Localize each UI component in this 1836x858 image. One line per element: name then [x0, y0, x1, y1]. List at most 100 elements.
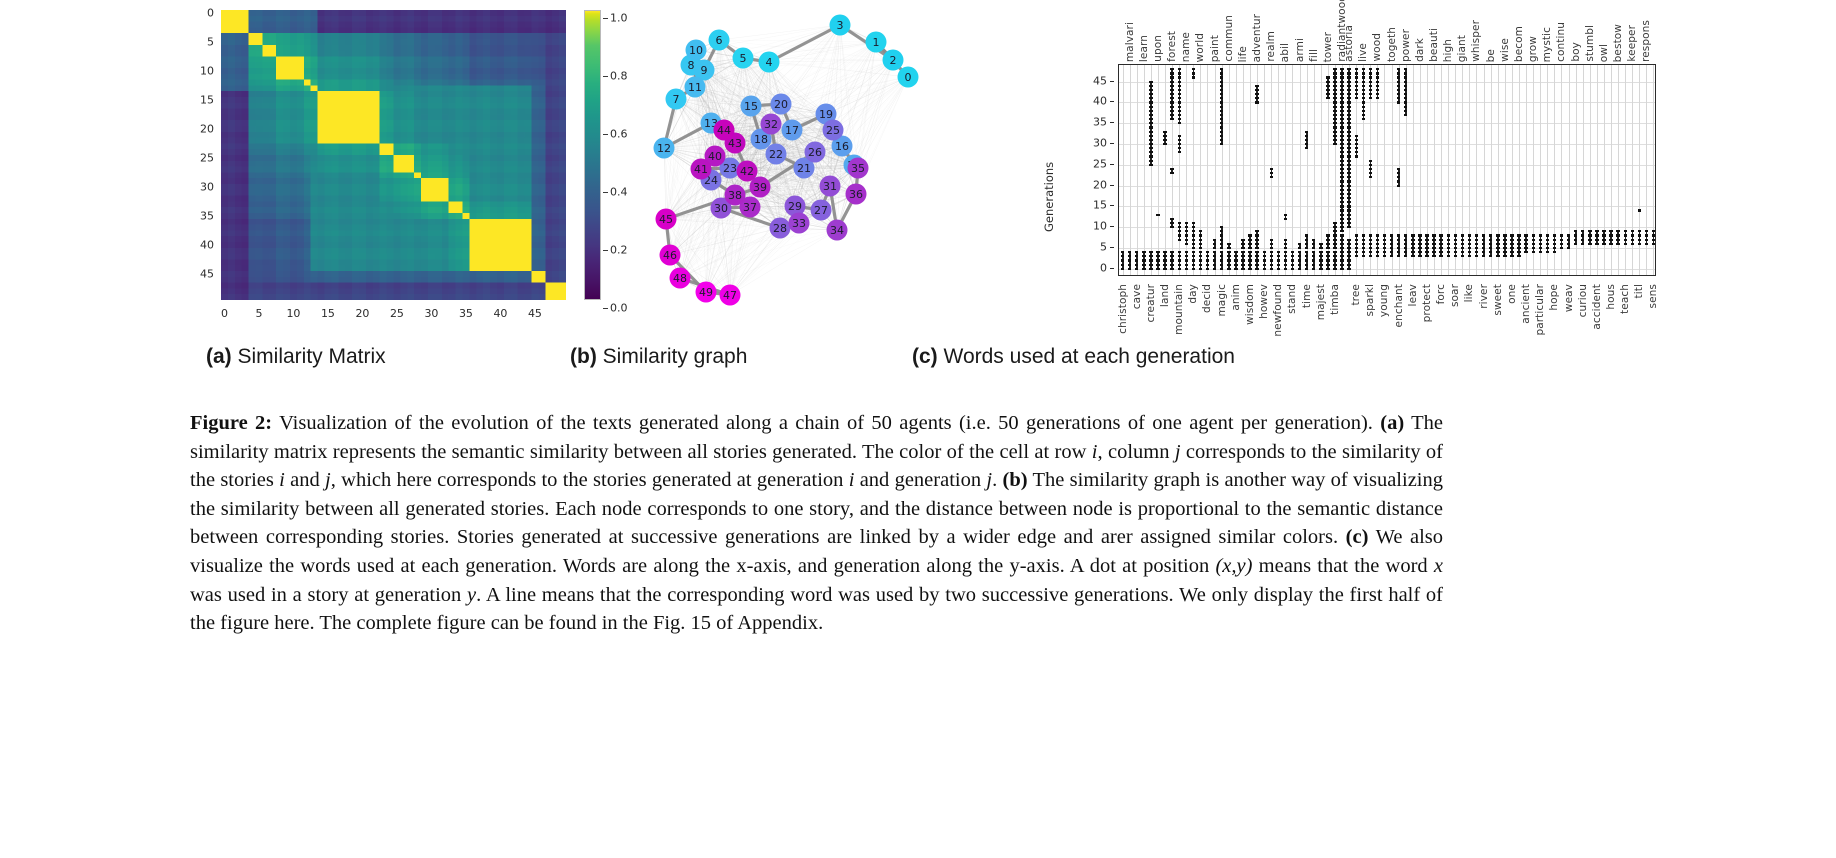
word-usage-dot [1566, 246, 1571, 250]
word-usage-dot [1149, 88, 1153, 92]
word-usage-dot [1149, 151, 1153, 154]
word-usage-dot [1191, 267, 1196, 270]
grid-line-horizontal [1119, 268, 1655, 270]
word-usage-dot [1361, 84, 1365, 87]
word-usage-dot [1397, 68, 1401, 71]
word-usage-dot [1170, 93, 1174, 96]
word-usage-dot [1347, 101, 1351, 104]
word-usage-dot [1149, 147, 1153, 150]
word-usage-dot [1404, 76, 1408, 79]
word-usage-dot [1191, 251, 1196, 254]
matrix-x-tick: 25 [389, 307, 404, 320]
word-usage-dot [1212, 267, 1217, 270]
graph-edge [749, 164, 855, 208]
word-usage-dot [1644, 238, 1649, 241]
word-usage-dot [1347, 163, 1351, 166]
word-usage-dot [1340, 242, 1344, 245]
word-usage-dot [1163, 267, 1167, 270]
axis-tick-bottom [1215, 275, 1216, 276]
axis-tick-top [1363, 64, 1364, 65]
word-usage-line [1228, 243, 1230, 248]
word-usage-dot [1545, 234, 1550, 237]
grid-line-vertical [1264, 65, 1266, 275]
word-usage-dot [1404, 88, 1408, 92]
word-usage-dot [1170, 267, 1174, 270]
word-usage-line [1327, 235, 1329, 248]
word-usage-dot [1361, 118, 1365, 121]
graph-edge [665, 57, 744, 220]
word-usage-dot [1340, 122, 1344, 125]
word-usage-dot [1644, 242, 1649, 245]
axis-tick-top [1300, 64, 1301, 65]
word-usage-dot [1212, 259, 1217, 262]
grid-line-horizontal [1119, 227, 1655, 229]
word-usage-dot [1177, 138, 1181, 141]
word-usage-dot [1397, 88, 1401, 92]
generations-tickmark [1110, 163, 1114, 165]
graph-edge [669, 167, 805, 256]
word-usage-dot [1198, 255, 1203, 258]
word-usage-dot [1404, 97, 1408, 100]
graph-edge [718, 39, 877, 43]
word-usage-dot [1552, 246, 1557, 250]
grid-line-vertical [1257, 65, 1259, 275]
graph-edge [675, 98, 681, 279]
word-usage-dot [1368, 76, 1373, 79]
word-usage-dot [1340, 105, 1344, 108]
word-usage-dot [1425, 234, 1429, 237]
word-usage-dot [1340, 138, 1344, 141]
word-usage-dot [1446, 242, 1450, 245]
caption-italic: i [1091, 440, 1098, 463]
word-usage-dot [1184, 230, 1189, 233]
graph-edge [829, 24, 841, 187]
axis-tick-bottom [1285, 275, 1286, 276]
graph-edge [857, 41, 877, 169]
grid-line-horizontal [1119, 143, 1655, 145]
word-usage-dot [1184, 263, 1189, 266]
matrix-x-tick: 30 [424, 307, 439, 320]
graph-edge [734, 57, 744, 144]
word-usage-dot [1651, 238, 1655, 241]
word-usage-dot [1241, 267, 1245, 270]
graph-node-label: 16 [835, 140, 849, 153]
word-usage-dot [1623, 238, 1627, 241]
graph-node-label: 31 [823, 180, 837, 193]
word-usage-dot [1248, 259, 1252, 262]
graph-edge [746, 129, 834, 172]
matrix-y-tick: 0 [207, 6, 214, 20]
word-usage-dot [1368, 167, 1373, 171]
word-usage-dot [1347, 259, 1351, 262]
graph-node-label: 7 [673, 93, 680, 106]
axis-tick-top [1512, 64, 1513, 65]
word-usage-dot [1425, 238, 1429, 241]
word-usage-dot [1474, 234, 1479, 237]
word-usage-dot [1404, 255, 1408, 258]
word-usage-dot [1573, 242, 1578, 245]
word-usage-dot [1269, 238, 1273, 241]
word-usage-dot [1644, 234, 1649, 237]
word-usage-dot [1170, 97, 1174, 100]
word-usage-dot [1425, 251, 1429, 254]
graph-edge [669, 229, 838, 256]
word-usage-dot [1545, 246, 1550, 250]
word-usage-dot [1354, 72, 1358, 75]
word-usage-dot [1149, 263, 1153, 266]
graph-edge [857, 59, 894, 169]
graph-nodes: 0123456789101112131415161718192021222324… [653, 14, 919, 306]
word-usage-dot [1382, 242, 1387, 245]
graph-edge [690, 64, 796, 207]
word-usage-line [1603, 231, 1605, 244]
word-usage-dot [1340, 238, 1344, 241]
word-usage-dot [1347, 76, 1351, 79]
word-usage-dot [1269, 267, 1273, 270]
graph-edge [734, 129, 793, 196]
word-usage-dot [1347, 205, 1351, 208]
graph-edge [710, 24, 841, 124]
graph-edge [734, 113, 827, 144]
word-usage-line [1497, 235, 1499, 257]
graph-edge [663, 61, 770, 149]
word-usage-dot [1326, 76, 1330, 79]
word-usage-dot [1347, 242, 1351, 245]
word-usage-dot [1481, 238, 1486, 241]
axis-tick-bottom [1653, 275, 1654, 276]
